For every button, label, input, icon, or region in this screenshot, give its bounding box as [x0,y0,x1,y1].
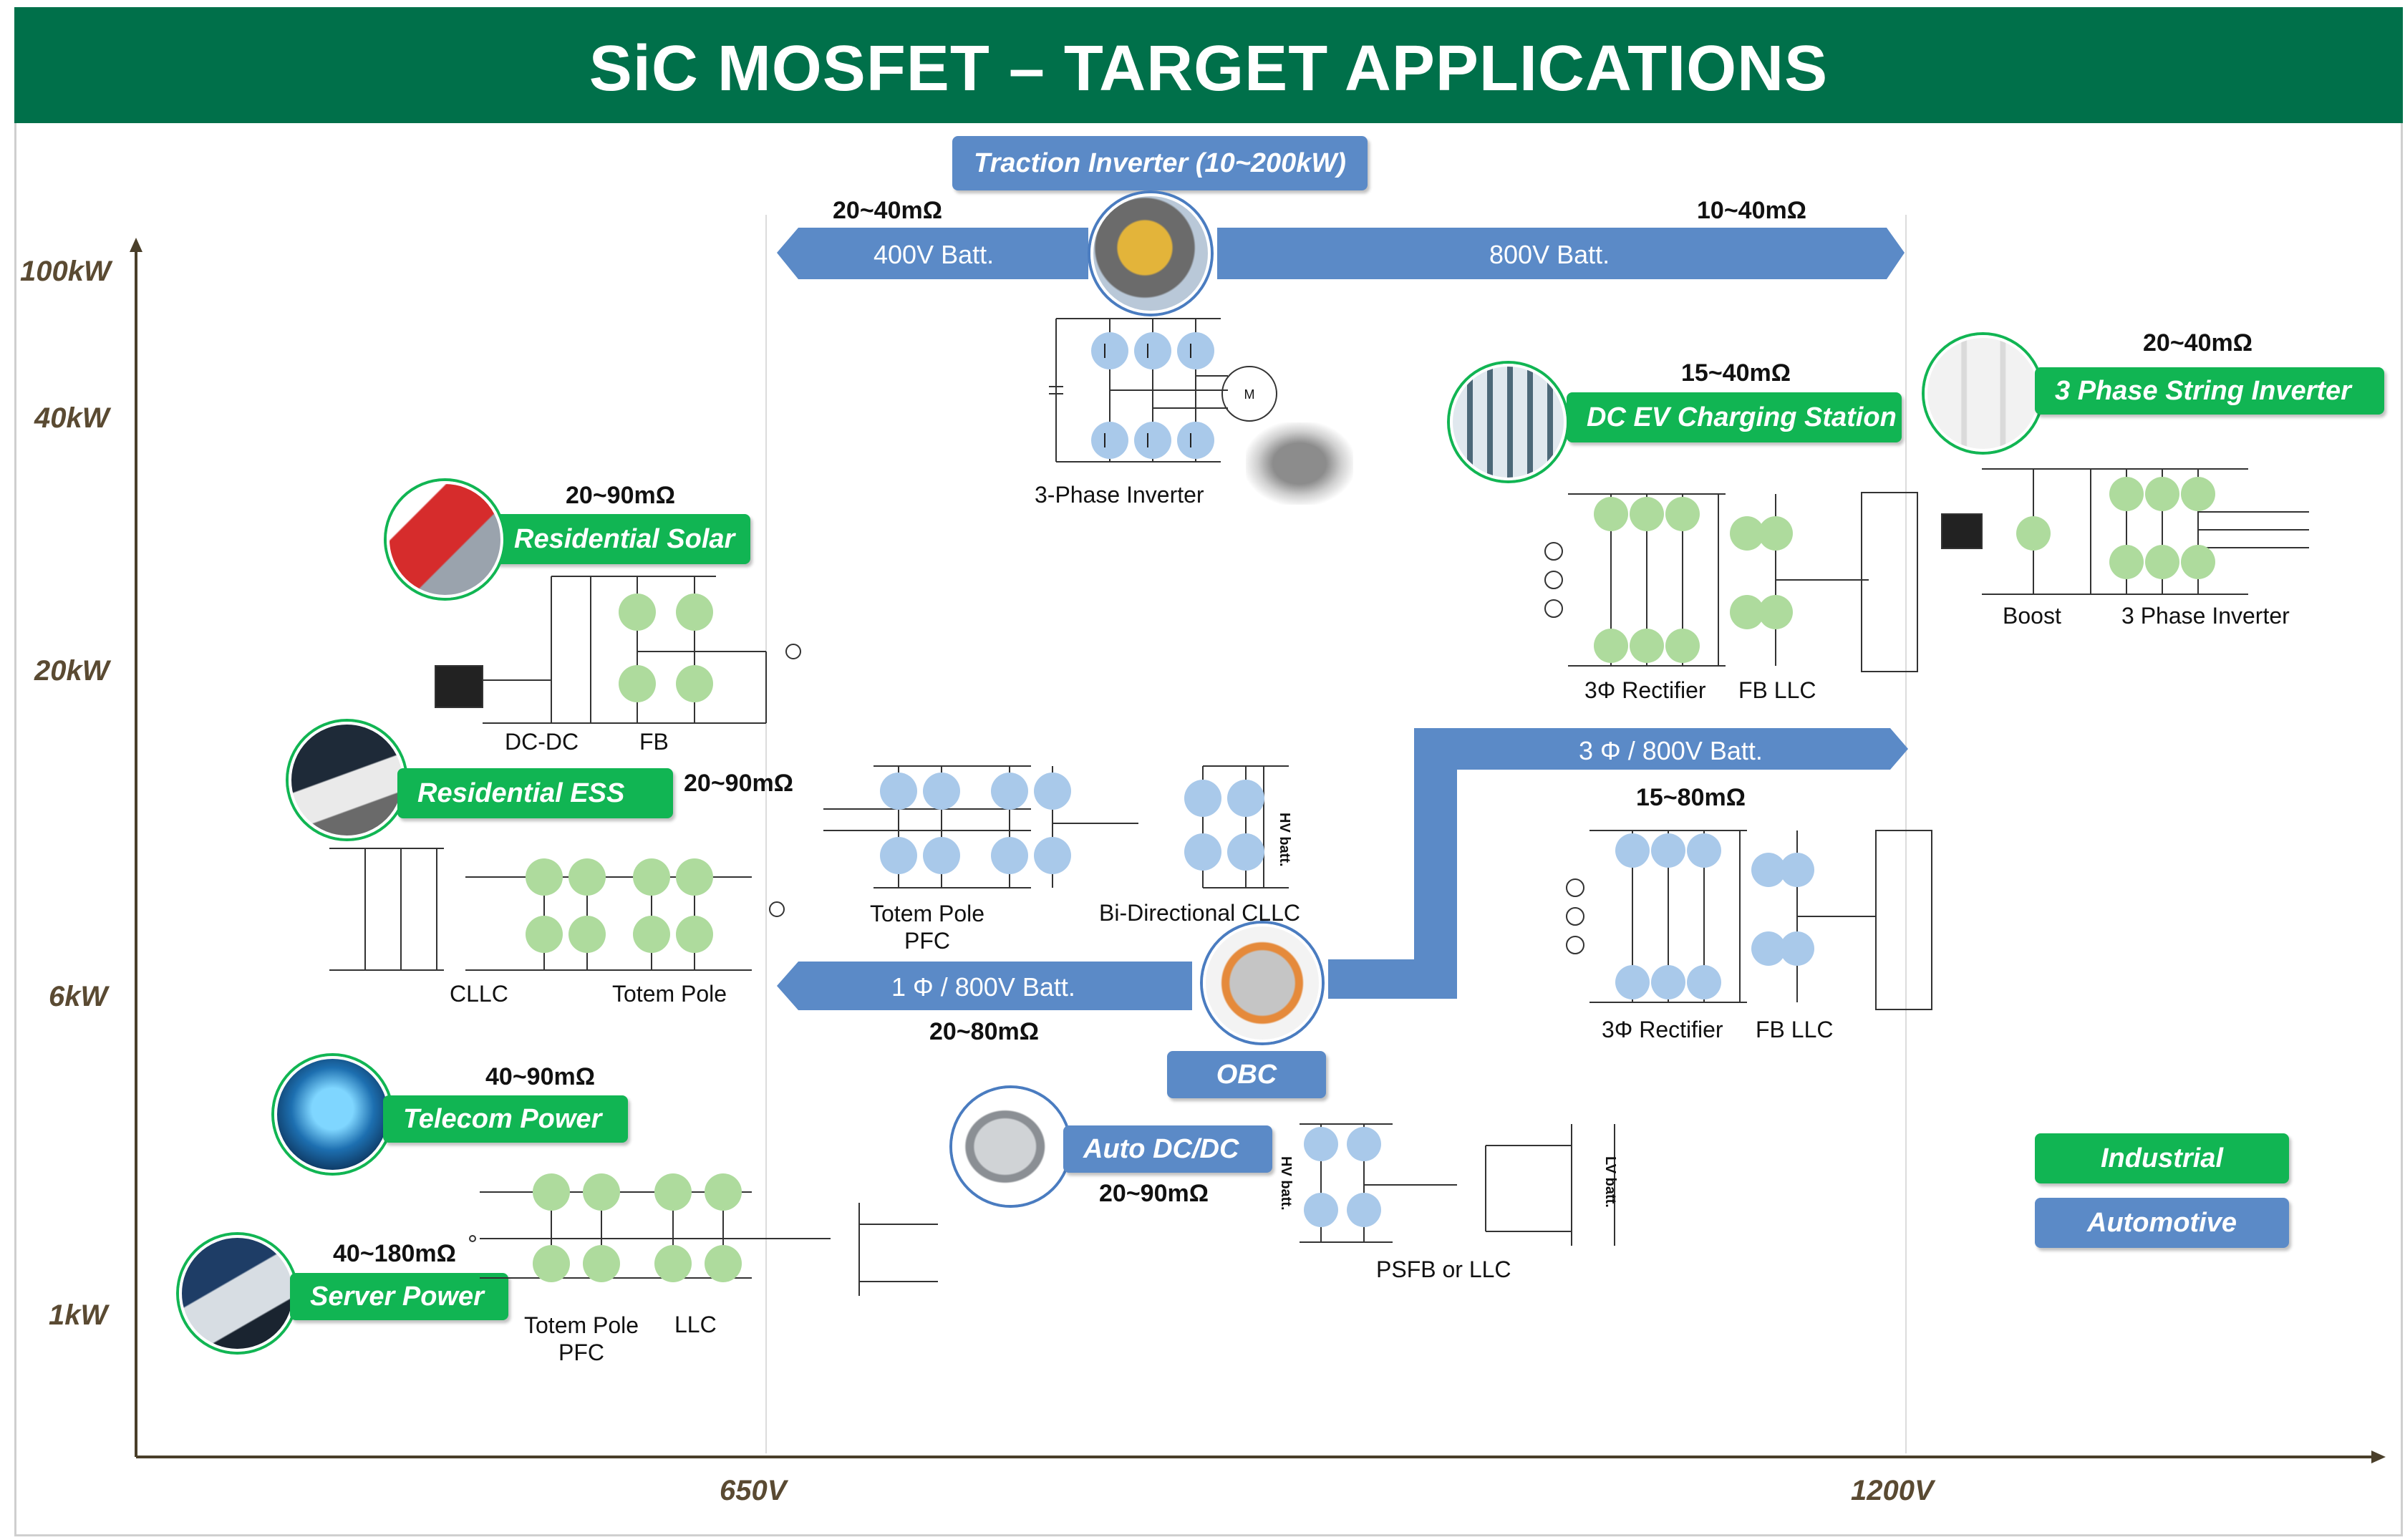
y-axis-arrow [130,238,142,252]
res-obc-1p: 20~80mΩ [929,1018,1039,1045]
string-inverter-caption-3phase: 3 Phase Inverter [2121,603,2290,629]
y-tick-1kw: 1kW [49,1299,108,1331]
traction-caption: 3-Phase Inverter [1035,482,1204,508]
tag-telecom-power: Telecom Power [383,1095,628,1143]
telecom-power-image [274,1056,391,1173]
tag-server-power: Server Power [290,1273,508,1320]
y-tick-20kw: 20kW [34,655,110,687]
server-power-schematic [469,1173,938,1296]
arrow-1p-800v [777,962,1192,1010]
obc-hv-batt-label: HV batt. [1277,813,1292,867]
batt-3p-label: 3 Φ / 800V Batt. [1579,736,1763,765]
dc-ev-schematic [1544,492,1918,672]
y-tick-40kw: 40kW [34,402,110,434]
arrow-400v [777,228,1088,279]
x-axis-arrow [2371,1451,2386,1463]
batt-400v-label: 400V Batt. [874,240,995,269]
string-inverter-image [1925,335,2041,452]
dc-ev-caption-fb-llc: FB LLC [1738,677,1816,703]
residential-solar-caption-fb: FB [639,729,669,755]
title-bar: SiC MOSFET – TARGET APPLICATIONS [14,7,2403,123]
y-tick-6kw: 6kW [49,981,108,1012]
residential-solar-image [387,481,503,598]
obc-caption-totem-pole-pfc: Totem Pole PFC [870,901,985,954]
dc-ev-caption-rectifier: 3Φ Rectifier [1584,677,1706,703]
server-caption-totem-pole-pfc: Totem Pole PFC [524,1312,639,1365]
tag-residential-ess: Residential ESS [397,768,673,818]
dc-ev-image [1450,364,1567,480]
batt-800v-label: 800V Batt. [1489,240,1610,269]
obc-3phase-schematic [1566,830,1932,1010]
motor-symbol: M [1244,387,1255,402]
res-telecom: 40~90mΩ [485,1063,595,1090]
legend-industrial: Industrial [2035,1133,2289,1183]
tag-obc: OBC [1167,1051,1326,1098]
res-residential-solar: 20~90mΩ [566,482,675,509]
res-traction-800v: 10~40mΩ [1697,197,1806,224]
residential-solar-caption-dcdc: DC-DC [505,729,579,755]
residential-solar-schematic [435,576,801,724]
x-tick-650v: 650V [720,1475,787,1506]
auto-dcdc-lv-batt-label: LV batt. [1602,1156,1618,1208]
res-dc-ev: 15~40mΩ [1681,359,1791,387]
residential-ess-caption-cllc: CLLC [450,981,508,1007]
tag-string-inverter: 3 Phase String Inverter [2035,367,2384,415]
residential-ess-image [289,722,405,838]
residential-ess-schematic [329,848,785,971]
arrow-3p-800v-head [1421,728,1908,770]
res-server: 40~180mΩ [333,1240,456,1267]
traction-3phase-schematic: M [1049,318,1277,463]
tag-auto-dcdc: Auto DC/DC [1063,1125,1272,1173]
res-string-inverter: 20~40mΩ [2143,329,2252,357]
arrow-3p-800v [1328,728,1457,999]
page-title: SiC MOSFET – TARGET APPLICATIONS [589,33,1829,105]
obc-caption-cllc: Bi-Directional CLLC [1099,900,1300,926]
traction-motor-photo [1246,422,1353,505]
residential-ess-caption-totem-pole: Totem Pole [612,981,727,1007]
server-caption-llc: LLC [674,1312,717,1337]
res-residential-ess: 20~90mΩ [684,770,793,797]
tag-residential-solar: Residential Solar [494,514,750,564]
batt-1p-label: 1 Φ / 800V Batt. [891,972,1075,1002]
obc-schematic: HV batt. [823,765,1292,888]
auto-dcdc-caption: PSFB or LLC [1376,1256,1511,1282]
tag-traction-inverter: Traction Inverter (10~200kW) [952,136,1368,190]
obc-caption-3p-fb-llc: FB LLC [1756,1017,1834,1042]
obc-caption-3p-rectifier: 3Φ Rectifier [1602,1017,1723,1042]
auto-dcdc-hv-batt-label: HV batt. [1278,1156,1294,1211]
auto-dcdc-image [952,1088,1069,1205]
obc-image [1203,924,1322,1042]
x-tick-1200v: 1200V [1851,1475,1934,1506]
traction-motor-image [1090,193,1211,314]
string-inverter-caption-boost: Boost [2003,603,2061,629]
server-power-image [179,1235,296,1352]
tag-dc-ev-charging: DC EV Charging Station [1567,392,1902,442]
auto-dcdc-schematic: HV batt. LV batt. [1278,1123,1618,1246]
res-obc-3p: 15~80mΩ [1636,784,1746,811]
res-traction-400v: 20~40mΩ [833,197,942,224]
res-auto-dcdc: 20~90mΩ [1099,1180,1209,1207]
string-inverter-schematic [1941,468,2309,595]
arrow-800v [1217,228,1905,279]
legend-automotive: Automotive [2035,1198,2289,1248]
y-tick-100kw: 100kW [20,256,111,287]
